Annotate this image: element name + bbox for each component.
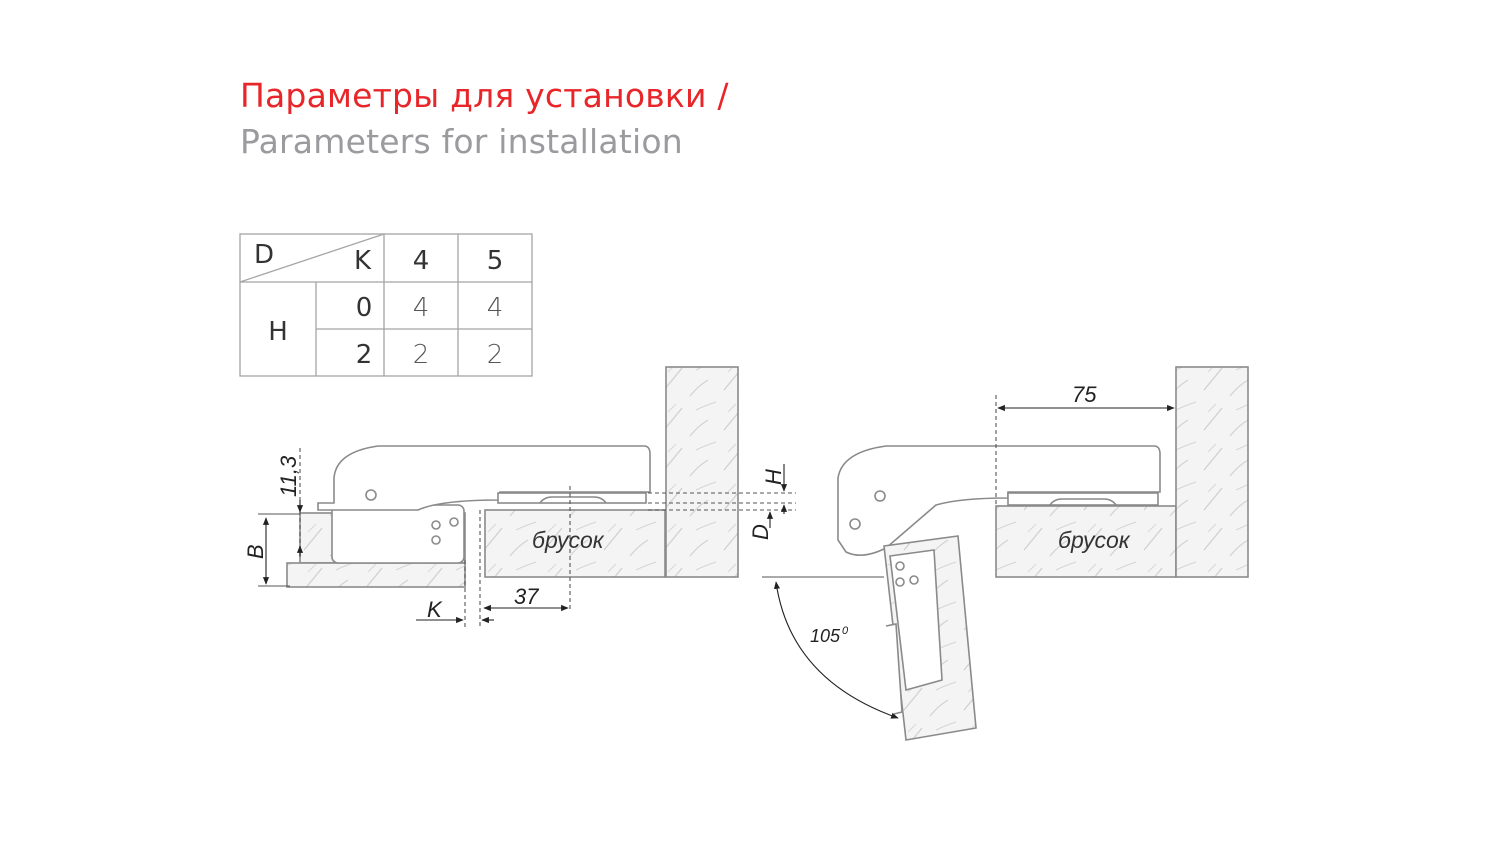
dimension-b: B bbox=[243, 544, 268, 559]
page-title-en: Parameters for installation bbox=[240, 122, 683, 161]
table-row-h: 0 bbox=[356, 293, 373, 323]
dimension-37: 37 bbox=[514, 584, 539, 609]
table-cell: 4 bbox=[413, 293, 430, 323]
table-row-group-h: H bbox=[268, 317, 288, 347]
dimension-75: 75 bbox=[1072, 382, 1097, 407]
brusok-bar-right bbox=[995, 505, 1177, 578]
cabinet-wall-left bbox=[665, 366, 739, 578]
right-hinge-drawing bbox=[837, 366, 1249, 741]
door-edge bbox=[286, 562, 466, 588]
cabinet-wall-right bbox=[1175, 366, 1249, 578]
table-col-header: 5 bbox=[487, 246, 504, 276]
hinge-cup bbox=[331, 504, 465, 564]
left-dimensions bbox=[258, 448, 796, 628]
label-brusok-right: брусок bbox=[1058, 527, 1131, 553]
dimension-k: K bbox=[427, 597, 443, 622]
dimension-h: H bbox=[761, 469, 786, 485]
page-title-ru: Параметры для установки / bbox=[240, 76, 729, 115]
table-cell: 4 bbox=[487, 293, 504, 323]
table-cell: 2 bbox=[413, 340, 430, 370]
hinge-arm bbox=[317, 445, 651, 511]
table-corner-k: K bbox=[354, 246, 372, 276]
brusok-bar-left bbox=[484, 509, 666, 578]
dimension-d: D bbox=[748, 524, 773, 540]
table-row-h: 2 bbox=[356, 340, 373, 370]
table-corner-d: D bbox=[254, 240, 274, 270]
angle-105: 105 bbox=[810, 626, 841, 646]
table-cell: 2 bbox=[487, 340, 504, 370]
right-dimensions bbox=[762, 395, 1175, 719]
parameter-table bbox=[239, 233, 533, 377]
dimension-11-3: 11,3 bbox=[276, 455, 301, 497]
angle-degree-mark: 0 bbox=[842, 625, 849, 637]
hinge-arm-open bbox=[837, 445, 1161, 556]
left-hinge-drawing bbox=[286, 366, 739, 588]
label-brusok-left: брусок bbox=[532, 527, 605, 553]
table-col-header: 4 bbox=[413, 246, 430, 276]
